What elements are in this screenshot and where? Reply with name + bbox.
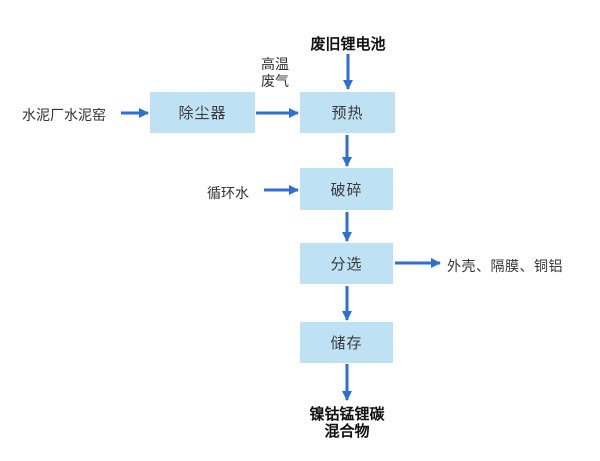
label-waste-lithium-battery: 废旧锂电池 — [310, 36, 386, 53]
node-crush: 破碎 — [300, 168, 393, 210]
label-cement-kiln: 水泥厂水泥窑 — [22, 107, 106, 123]
label-separated-materials: 外壳、隔膜、铜铝 — [447, 258, 563, 274]
label-hot-exhaust-gas: 高温 废气 — [261, 56, 289, 89]
node-dust-collector: 除尘器 — [150, 92, 255, 133]
label-final-mixture: 镍钴锰锂碳 混合物 — [309, 406, 385, 440]
label-circulating-water: 循环水 — [207, 185, 249, 201]
node-preheat: 预热 — [300, 92, 395, 133]
node-store: 储存 — [300, 322, 393, 363]
node-sort: 分选 — [300, 243, 393, 284]
